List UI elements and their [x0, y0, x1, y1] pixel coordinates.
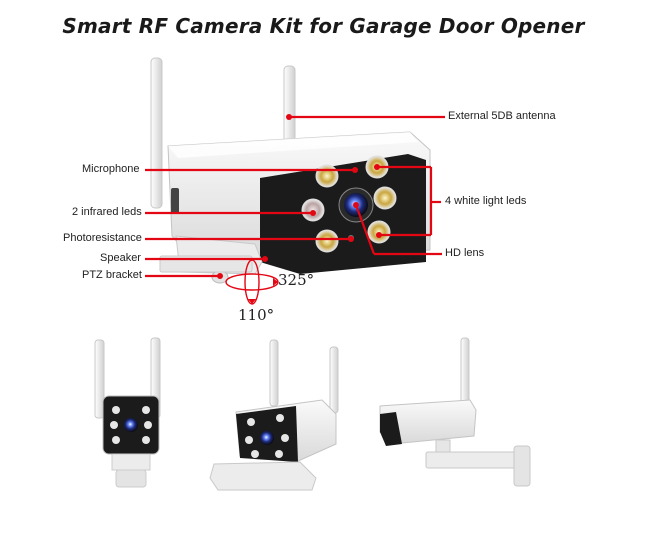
page-title: Smart RF Camera Kit for Garage Door Open…: [62, 14, 585, 38]
label-speaker: Speaker: [100, 252, 141, 264]
label-hd-lens: HD lens: [445, 247, 485, 259]
main-camera: [150, 57, 431, 305]
white-led: [315, 229, 339, 253]
horizontal-rotation-degrees: 325°: [278, 271, 315, 289]
camera-angled-view: [209, 339, 339, 491]
antenna-left: [150, 57, 163, 209]
label-infrared-leds: 2 infrared leds: [72, 206, 142, 218]
pointer-lines: [145, 115, 445, 278]
label-ptz-bracket: PTZ bracket: [82, 269, 142, 281]
label-photoresistance: Photoresistance: [63, 232, 142, 244]
white-led: [315, 164, 339, 188]
label-microphone: Microphone: [82, 163, 140, 175]
label-antenna: External 5DB antenna: [448, 110, 556, 122]
camera-side-view: [379, 337, 531, 487]
vertical-rotation-degrees: 110°: [238, 306, 275, 324]
horizontal-rotation-arrow: [225, 273, 279, 291]
camera-front-view: [94, 337, 161, 488]
white-led: [373, 186, 397, 210]
label-white-light-leds: 4 white light leds: [445, 195, 527, 207]
pointer-dots: [217, 114, 382, 279]
